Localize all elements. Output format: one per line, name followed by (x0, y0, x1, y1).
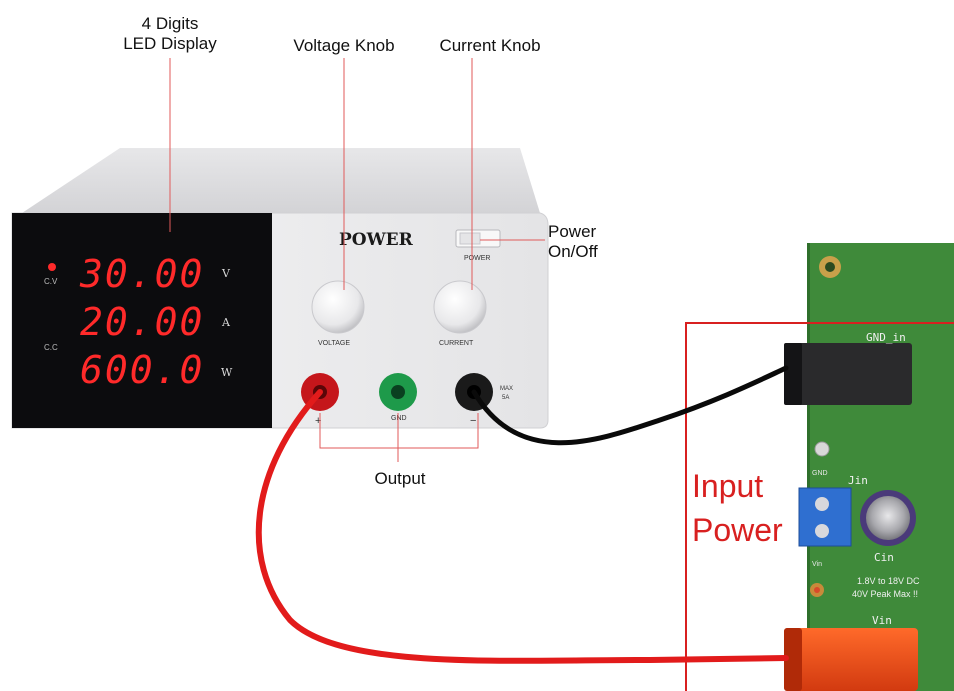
gnd-in-jack[interactable] (784, 343, 912, 405)
vin-small-label: Vin (812, 561, 822, 568)
cv-indicator-light (48, 263, 56, 271)
led-reading-voltage: 30.00 (79, 252, 204, 296)
brand-label: POWER (339, 230, 414, 250)
jin-screw-1 (815, 497, 829, 511)
jin-label: Jin (848, 474, 868, 487)
red-positive-wire (255, 389, 789, 664)
cc-label: C.C (44, 343, 58, 352)
power-callout-line1: Power (548, 222, 597, 241)
vin-banana-jack[interactable] (784, 628, 918, 691)
display-callout-line1: 4 Digits (141, 14, 199, 33)
mounting-hole-center (825, 262, 835, 272)
gnd-in-jack-face (784, 343, 802, 405)
unit-v: V (221, 267, 231, 280)
cin-label: Cin (874, 551, 894, 564)
vin-test-pad-center (814, 587, 820, 593)
gnd-small-label: GND (812, 470, 828, 477)
power-switch-callout: Power On/Off (548, 222, 618, 262)
led-reading-current: 20.00 (80, 300, 204, 344)
psu-top-face (22, 148, 540, 213)
pcb-board: GND_in GND Jin Cin Vin 1.8V to 18V DC 40… (784, 243, 954, 691)
pcb-substrate (807, 243, 954, 691)
power-supply: C.V C.C 30.00 20.00 600.0 V A W POWER PO… (11, 148, 549, 429)
cin-capacitor-top (866, 496, 910, 540)
gnd-terminal-hole (391, 385, 405, 399)
input-power-highlight-box (685, 322, 954, 691)
voltage-knob-label: VOLTAGE (318, 340, 350, 347)
input-power-label: Input Power (692, 464, 783, 552)
minus-sign: − (470, 415, 476, 427)
voltage-knob[interactable] (311, 280, 365, 334)
max-label-2: 5A (502, 395, 509, 401)
current-knob[interactable] (433, 280, 487, 334)
vin-top-label: Vin (872, 614, 892, 627)
power-switch-label: POWER (464, 255, 490, 262)
led-display-panel (12, 213, 272, 428)
input-power-line2: Power (692, 512, 783, 548)
gnd-terminal-label: GND (391, 415, 407, 422)
cv-label: C.V (44, 277, 58, 286)
output-bracket (319, 413, 479, 462)
unit-a: A (221, 316, 231, 329)
vin-banana-jack-face (784, 628, 802, 691)
pcb-edge (807, 243, 810, 691)
led-reading-power: 600.0 (80, 348, 204, 392)
spec-line-2: 40V Peak Max !! (852, 589, 918, 599)
power-callout-line2: On/Off (548, 242, 598, 261)
jin-screw-2 (815, 524, 829, 538)
unit-w: W (221, 366, 233, 379)
voltage-knob-callout: Voltage Knob (293, 36, 395, 55)
spec-line-1: 1.8V to 18V DC (857, 576, 920, 586)
black-ground-wire (471, 365, 789, 446)
plus-sign: + (315, 415, 321, 427)
power-switch-rocker (459, 232, 481, 245)
max-label-1: MAX (500, 386, 513, 392)
gnd-in-label: GND_in (866, 331, 906, 344)
display-callout-line2: LED Display (123, 34, 217, 53)
display-callout: 4 Digits LED Display (110, 14, 230, 54)
gnd-test-pad (814, 441, 830, 457)
current-knob-label: CURRENT (439, 340, 474, 347)
current-knob-callout: Current Knob (439, 36, 541, 55)
input-power-line1: Input (692, 468, 764, 504)
callout-lines (169, 58, 545, 462)
output-callout: Output (374, 469, 426, 488)
